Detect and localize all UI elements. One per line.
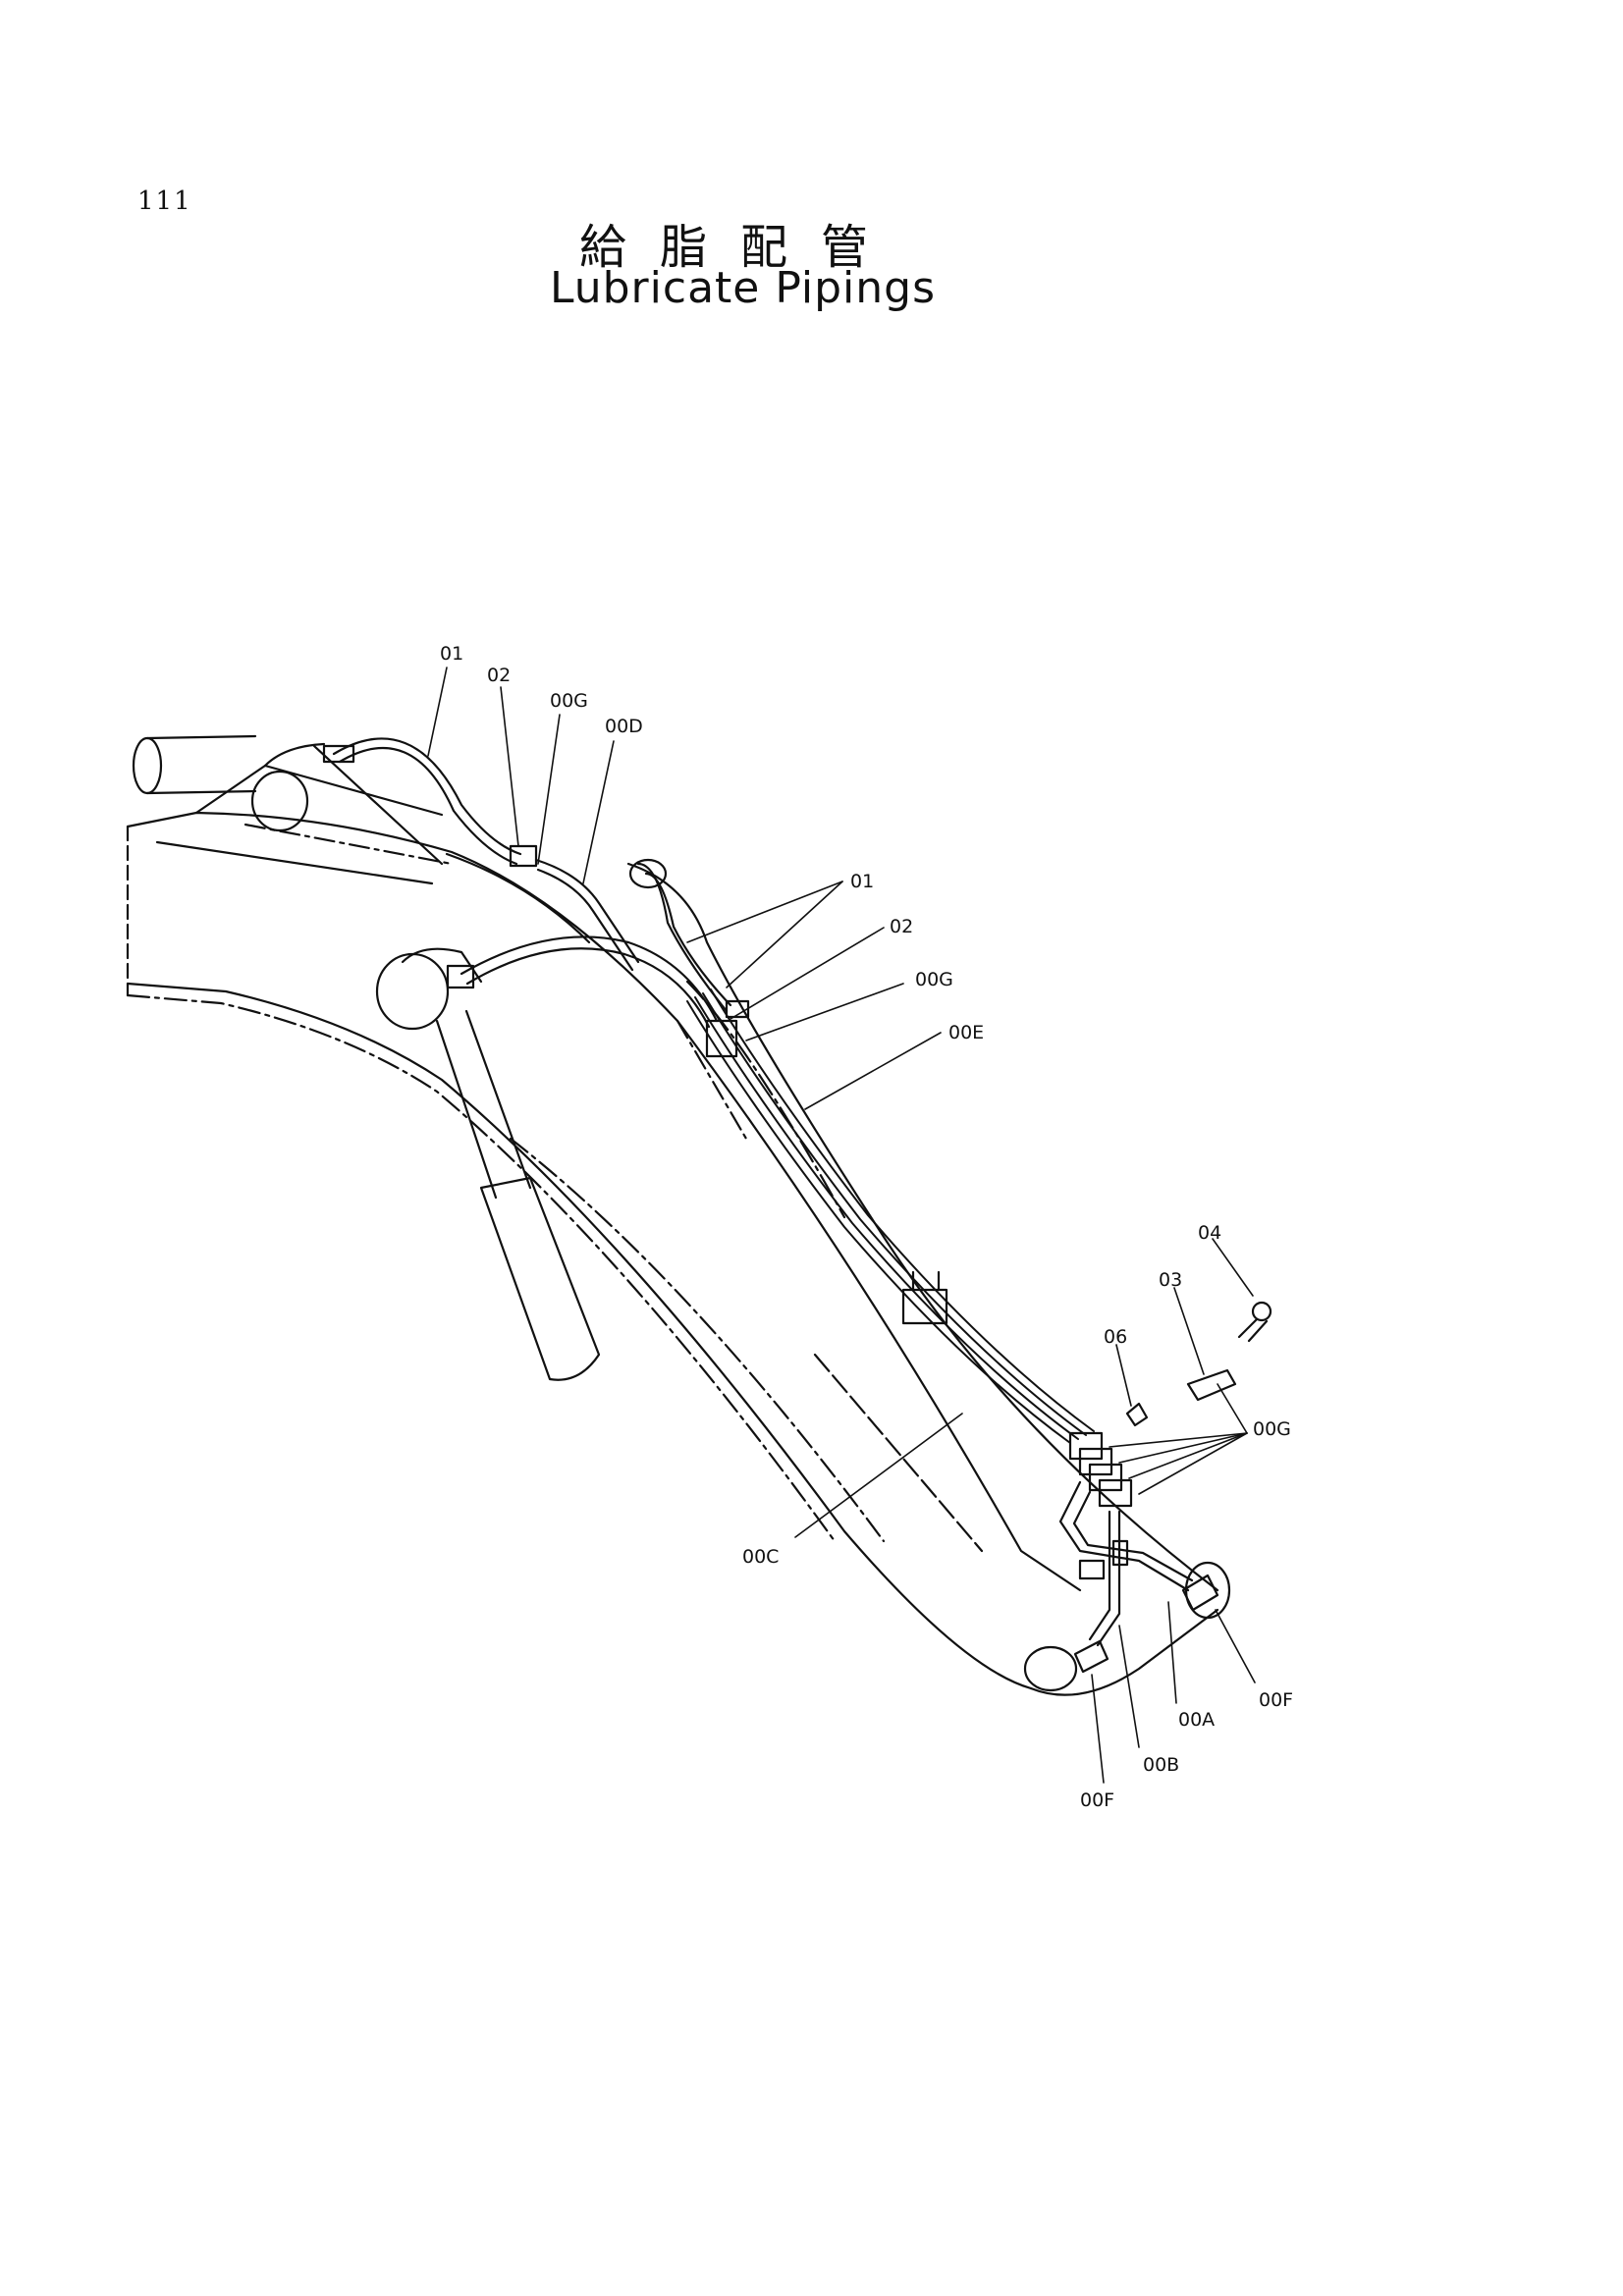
- callout-02-middle: 02: [890, 916, 913, 937]
- plate-03: [1186, 1368, 1237, 1402]
- callout-04: 04: [1198, 1222, 1221, 1244]
- pipe-upper-right: [628, 858, 732, 1013]
- callout-01-upper: 01: [440, 643, 463, 665]
- callout-02-upper: 02: [487, 665, 511, 686]
- callout-00F-left: 00F: [1080, 1789, 1114, 1811]
- boom-foot-pin: [132, 734, 444, 866]
- callout-00C: 00C: [742, 1546, 779, 1568]
- boom-outline: [126, 764, 1219, 1690]
- boom-cylinder: [375, 947, 601, 1381]
- callout-labels: 01 02 00G 00D 01 02 00G 00E 04 03 06 00G…: [440, 643, 1293, 1811]
- callout-00G-middle: 00G: [915, 969, 953, 990]
- grease-fitting-06: [1125, 1402, 1149, 1427]
- clamp-block-mid: [901, 1270, 948, 1325]
- callout-06: 06: [1104, 1326, 1127, 1348]
- callout-01-middle: 01: [850, 871, 874, 892]
- fitting-00F: [1073, 1574, 1219, 1674]
- page-number: 111: [137, 187, 192, 216]
- callout-00A: 00A: [1178, 1709, 1215, 1731]
- leader-lines: [427, 667, 1256, 1784]
- callout-00F-right: 00F: [1259, 1689, 1293, 1711]
- title-japanese: 給脂配管: [579, 220, 902, 275]
- pipe-00A-00B: [1058, 1480, 1194, 1647]
- callout-00B: 00B: [1143, 1754, 1179, 1776]
- callout-00E: 00E: [948, 1022, 984, 1043]
- bolt-04: [1237, 1301, 1272, 1343]
- fitting-block-lower: [1068, 1431, 1133, 1508]
- pipe-01-upper: [322, 737, 640, 972]
- callout-00G-upper: 00G: [550, 690, 588, 712]
- lube-pipe-bundle: [686, 988, 1095, 1444]
- callout-00D: 00D: [605, 716, 643, 737]
- callout-00G-lower: 00G: [1253, 1418, 1291, 1440]
- title-english: Lubricate Pipings: [550, 263, 937, 313]
- callout-03: 03: [1159, 1269, 1182, 1291]
- hose-01-middle: [446, 935, 719, 1029]
